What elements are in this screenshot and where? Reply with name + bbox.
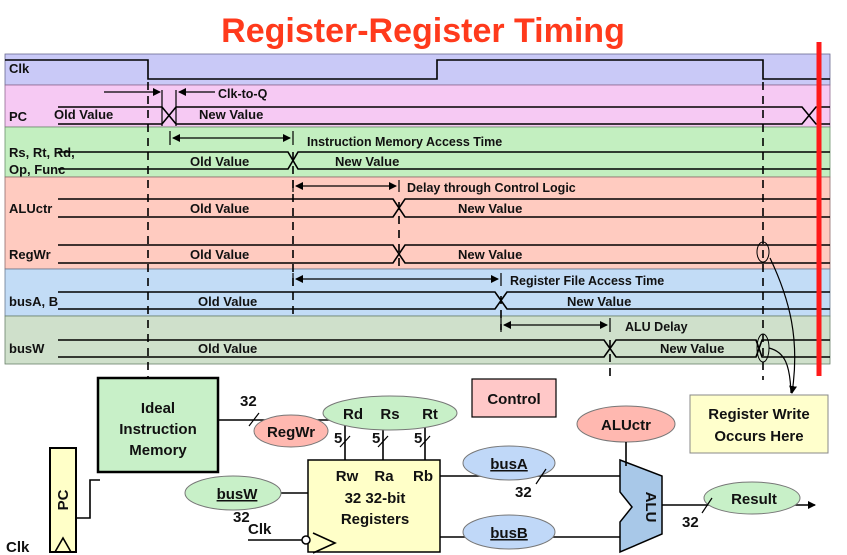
pc-register-label: PC: [55, 489, 72, 510]
imem-bus-slash: [248, 412, 260, 427]
rt-width: 5: [414, 430, 422, 447]
alu-shape: [619, 458, 663, 554]
regfile-label-line1: 32 32-bit: [345, 490, 406, 507]
busw-oval: [184, 475, 282, 511]
rw-port-label: Rw: [336, 468, 359, 485]
rs-label: Rs: [380, 406, 399, 423]
regfile-label-line2: Registers: [341, 511, 409, 528]
rt-slash: [419, 435, 431, 448]
busa-width: 32: [515, 484, 532, 501]
write-pointer-busw: [768, 347, 792, 394]
rs-width: 5: [372, 430, 380, 447]
busb-oval: [462, 514, 556, 550]
alu-delay-label: ALU Delay: [625, 320, 688, 334]
regwr-old-value: Old Value: [190, 247, 249, 262]
busb-oval-label: busB: [490, 525, 528, 542]
clk-band: [4, 53, 831, 86]
instr-new-value: New Value: [335, 154, 399, 169]
row-label-rs-line2: Op, Func: [9, 162, 65, 177]
regfile-clock-triangle: [312, 532, 337, 554]
control-band: [4, 176, 831, 270]
diagram-title: Register-Register Timing: [221, 12, 625, 50]
instruction-waveform: [58, 151, 830, 170]
write-pointer-regwr: [769, 257, 797, 394]
row-label-clk: Clk: [9, 61, 30, 76]
clk-waveform: [5, 59, 830, 80]
regwr-new-value: New Value: [458, 247, 522, 262]
busa-oval-label: busA: [490, 456, 528, 473]
busw-width: 32: [233, 509, 250, 526]
imem-bus-width: 32: [240, 393, 257, 410]
busa-oval: [462, 445, 556, 481]
busw-waveform: [58, 339, 830, 358]
clk-to-q-label: Clk-to-Q: [218, 87, 268, 101]
regfile-access-label: Register File Access Time: [510, 274, 664, 288]
row-label-pc: PC: [9, 109, 28, 124]
rd-slash: [339, 435, 351, 448]
imem-label-line3: Memory: [129, 442, 187, 459]
clk-invert-bubble: [301, 535, 311, 545]
pc-old-value: Old Value: [54, 107, 113, 122]
imem-label-line1: Ideal: [141, 400, 175, 417]
result-oval: [703, 481, 801, 515]
ra-port-label: Ra: [374, 468, 394, 485]
row-label-aluctr: ALUctr: [9, 201, 52, 216]
rt-label: Rt: [422, 406, 438, 423]
regwr-oval-label: RegWr: [267, 424, 315, 441]
rd-width: 5: [334, 430, 342, 447]
control-label: Control: [487, 391, 540, 408]
regwr-edge-highlight: [756, 241, 770, 263]
busab-old-value: Old Value: [198, 294, 257, 309]
imem-label-line2: Instruction: [119, 421, 197, 438]
row-label-regwr: RegWr: [9, 247, 51, 262]
register-write-line1: Register Write: [708, 406, 809, 423]
regfile-clk-label: Clk: [248, 521, 272, 538]
pc-register-box: [49, 447, 77, 553]
register-fields-oval: [322, 395, 458, 431]
pc-clk-label: Clk: [6, 539, 30, 555]
rb-port-label: Rb: [413, 468, 433, 485]
pc-band: [4, 84, 831, 128]
alu-label: ALU: [642, 492, 659, 523]
control-delay-label: Delay through Control Logic: [407, 181, 576, 195]
row-label-rs-line1: Rs, Rt, Rd,: [9, 145, 75, 160]
busw-new-value: New Value: [660, 341, 724, 356]
register-write-line2: Occurs Here: [714, 428, 803, 445]
regwr-oval: [253, 414, 329, 448]
busa-slash: [535, 468, 547, 485]
busab-new-value: New Value: [567, 294, 631, 309]
pc-to-imem-line: [76, 479, 100, 519]
row-label-busw: busW: [9, 341, 45, 356]
aluctr-oval-label: ALUctr: [601, 417, 651, 434]
pc-clock-triangle: [54, 536, 72, 553]
result-slash: [701, 497, 713, 514]
row-label-busab: busA, B: [9, 294, 58, 309]
result-oval-label: Result: [731, 491, 777, 508]
aluctr-old-value: Old Value: [190, 201, 249, 216]
register-file-box: [307, 459, 441, 553]
instr-old-value: Old Value: [190, 154, 249, 169]
busw-old-value: Old Value: [198, 341, 257, 356]
aluctr-new-value: New Value: [458, 201, 522, 216]
rs-slash: [377, 435, 389, 448]
rd-label: Rd: [343, 406, 363, 423]
pc-new-value: New Value: [199, 107, 263, 122]
busw-oval-label: busW: [217, 486, 259, 503]
register-write-note: [689, 394, 829, 454]
regwr-waveform: [58, 244, 830, 264]
imem-access-label: Instruction Memory Access Time: [307, 135, 502, 149]
result-width: 32: [682, 514, 699, 531]
control-box: [471, 378, 557, 418]
instruction-memory-box: [96, 376, 220, 474]
